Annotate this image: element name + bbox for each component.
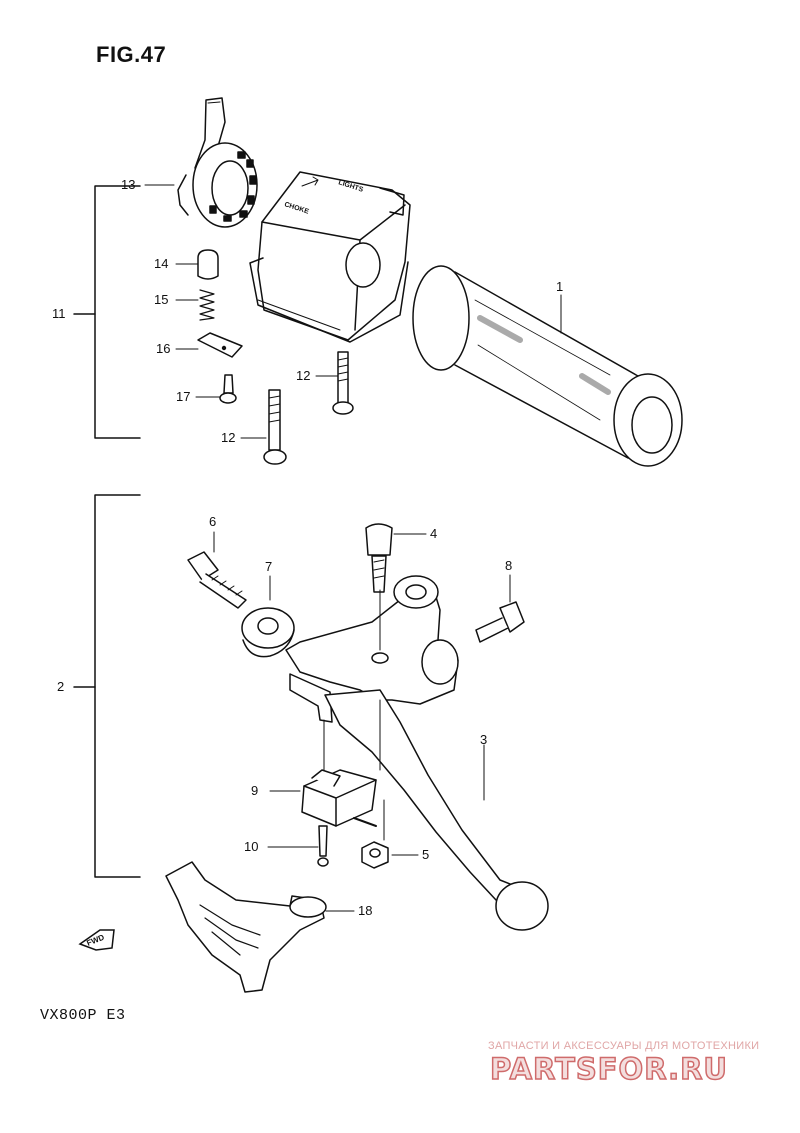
part-14-cap (197, 249, 219, 280)
callout-2: 2 (57, 679, 65, 694)
part-12-screw-lower (263, 389, 287, 465)
callout-18: 18 (358, 903, 373, 918)
callout-8: 8 (505, 558, 513, 573)
callout-17: 17 (176, 389, 191, 404)
callout-12-lower: 12 (221, 430, 236, 445)
part-13-choke-lever (177, 97, 258, 228)
part-10-screw (317, 825, 329, 867)
part-6-adjuster (187, 551, 247, 609)
part-7-lock-nut (241, 607, 295, 658)
part-8-bolt (475, 601, 525, 643)
part-16-contact-plate (197, 332, 243, 358)
callout-3: 3 (480, 732, 488, 747)
callout-7: 7 (265, 559, 273, 574)
part-9-switch (301, 769, 377, 827)
callout-4: 4 (430, 526, 438, 541)
callout-6: 6 (209, 514, 217, 529)
callout-12-upper: 12 (296, 368, 311, 383)
watermark-tagline: ЗАПЧАСТИ И АКСЕССУАРЫ ДЛЯ МОТОТЕХНИКИ (488, 1040, 760, 1052)
lever-bracket (285, 575, 459, 723)
callout-5: 5 (422, 847, 430, 862)
part-17-small-screw (219, 374, 237, 404)
callout-9: 9 (251, 783, 259, 798)
watermark-logo: PARTSFOR.RU (489, 1051, 728, 1087)
lever-ball-end (495, 881, 549, 931)
callout-leaders (144, 184, 562, 912)
switch-housing (249, 171, 411, 343)
alignment-lines (323, 589, 385, 841)
part-5-nut (361, 841, 389, 869)
part-1-grip (412, 265, 683, 467)
part-15-spring (199, 289, 215, 321)
callout-11: 11 (52, 306, 66, 321)
part-4-pivot-bolt (365, 523, 393, 593)
callout-16: 16 (156, 341, 171, 356)
part-18-boot (165, 861, 327, 993)
callout-15: 15 (154, 292, 169, 307)
fwd-arrow-icon: FWD (78, 929, 115, 951)
callout-14: 14 (154, 256, 169, 271)
callout-13: 13 (121, 177, 136, 192)
model-code: VX800P E3 (40, 1007, 126, 1024)
part-12-screw-upper (332, 351, 354, 415)
callout-10: 10 (244, 839, 259, 854)
bracket-11 (94, 185, 141, 439)
bracket-2 (94, 494, 141, 878)
callout-1: 1 (556, 279, 564, 294)
figure-title: FIG.47 (96, 42, 167, 67)
